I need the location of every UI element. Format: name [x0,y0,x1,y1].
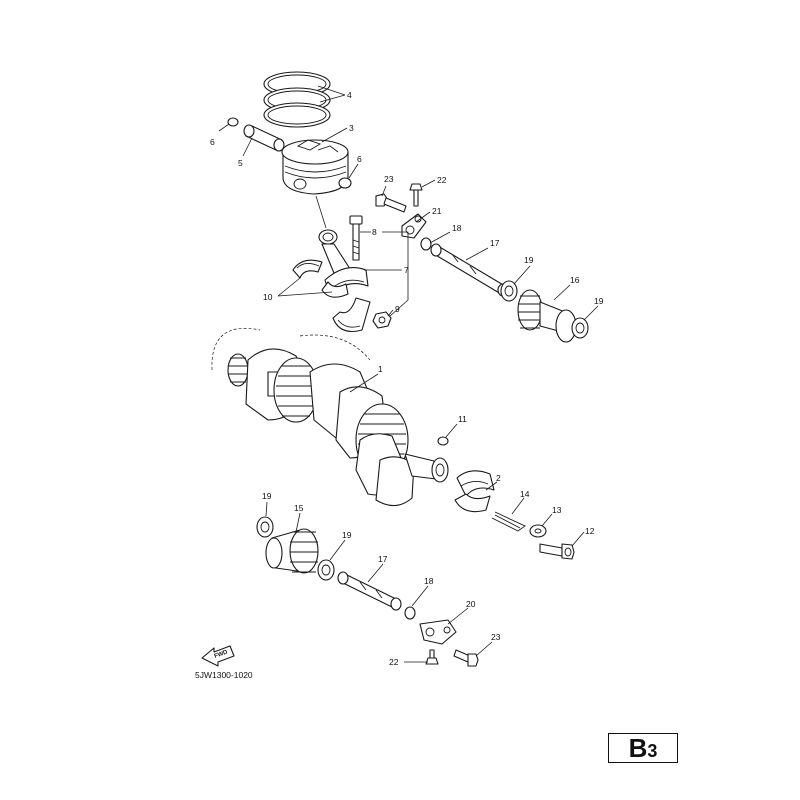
piston-pin[interactable] [243,124,285,152]
callout-7: 7 [404,265,409,275]
main-bearing[interactable] [454,470,495,513]
con-rod-cap[interactable] [332,297,371,333]
circlip-left[interactable] [227,117,239,127]
callout-3: 3 [349,123,354,133]
bolt-12[interactable] [539,543,575,560]
callout-8: 8 [372,227,377,237]
callout-13: 13 [552,505,562,515]
washer[interactable] [529,524,547,538]
big-end-bearing-lower[interactable] [321,281,349,298]
lever-lower[interactable] [419,619,457,645]
callout-2: 2 [496,473,501,483]
callout-16: 16 [570,275,580,285]
callout-4: 4 [347,90,352,100]
callout-5: 5 [238,158,243,168]
callout-17-upper: 17 [490,238,500,248]
washer-19-upper-right[interactable] [571,317,589,339]
piston-rings[interactable] [263,71,331,128]
callout-21: 21 [432,206,442,216]
bolt-23-lower[interactable] [453,649,479,667]
con-rod-bolt[interactable] [349,215,363,261]
callout-18-upper: 18 [452,223,462,233]
callout-19-upper-right: 19 [594,296,604,306]
washer-19-upper-left[interactable] [500,280,518,302]
bolt-22-upper[interactable] [409,183,423,207]
bolt-22-lower[interactable] [425,649,439,665]
washer-19-lower-left[interactable] [256,516,274,538]
callout-18-lower: 18 [424,576,434,586]
callout-12: 12 [585,526,595,536]
big-end-bearing-upper[interactable] [292,259,323,279]
callout-22-upper: 22 [437,175,447,185]
callout-19-lower-right: 19 [342,530,352,540]
balancer-shaft-lower[interactable] [337,571,402,611]
woodruff-key[interactable] [437,436,449,446]
circlip-right[interactable] [338,177,352,189]
callout-19-upper-left: 19 [524,255,534,265]
leader-lines [218,85,599,663]
callout-23-lower: 23 [491,632,501,642]
fwd-arrow-icon: FWD [201,645,235,667]
balancer-shaft-upper[interactable] [430,243,509,297]
fwd-label: FWD [214,649,230,660]
callout-17-lower: 17 [378,554,388,564]
callout-23-upper: 23 [384,174,394,184]
page-badge-letter: B [628,733,648,763]
piston[interactable] [281,139,349,195]
washer-19-lower-right[interactable] [317,559,335,581]
callout-1: 1 [378,364,383,374]
page-badge-number: 3 [647,741,658,761]
bolt-23-upper[interactable] [375,193,407,213]
callout-11: 11 [458,414,467,424]
callout-22-lower: 22 [389,657,399,667]
callout-15: 15 [294,503,304,513]
callout-14: 14 [520,489,530,499]
balancer-lower[interactable] [265,528,319,574]
balancer-upper[interactable] [517,289,577,343]
o-ring-upper[interactable] [420,237,432,251]
callout-20: 20 [466,599,476,609]
callout-9: 9 [395,304,400,314]
callout-labels: 4 3 6 5 6 23 22 21 18 17 8 7 19 16 19 10… [195,90,604,680]
part-code: 5JW1300-1020 [195,670,253,680]
con-rod-nut[interactable] [372,311,392,329]
callout-6-left: 6 [210,137,215,147]
callout-6-right: 6 [357,154,362,164]
oil-pipe[interactable] [491,511,526,532]
callout-19-lower-left: 19 [262,491,272,501]
callout-10: 10 [263,292,273,302]
o-ring-lower[interactable] [404,606,416,620]
crankshaft[interactable] [211,328,449,507]
